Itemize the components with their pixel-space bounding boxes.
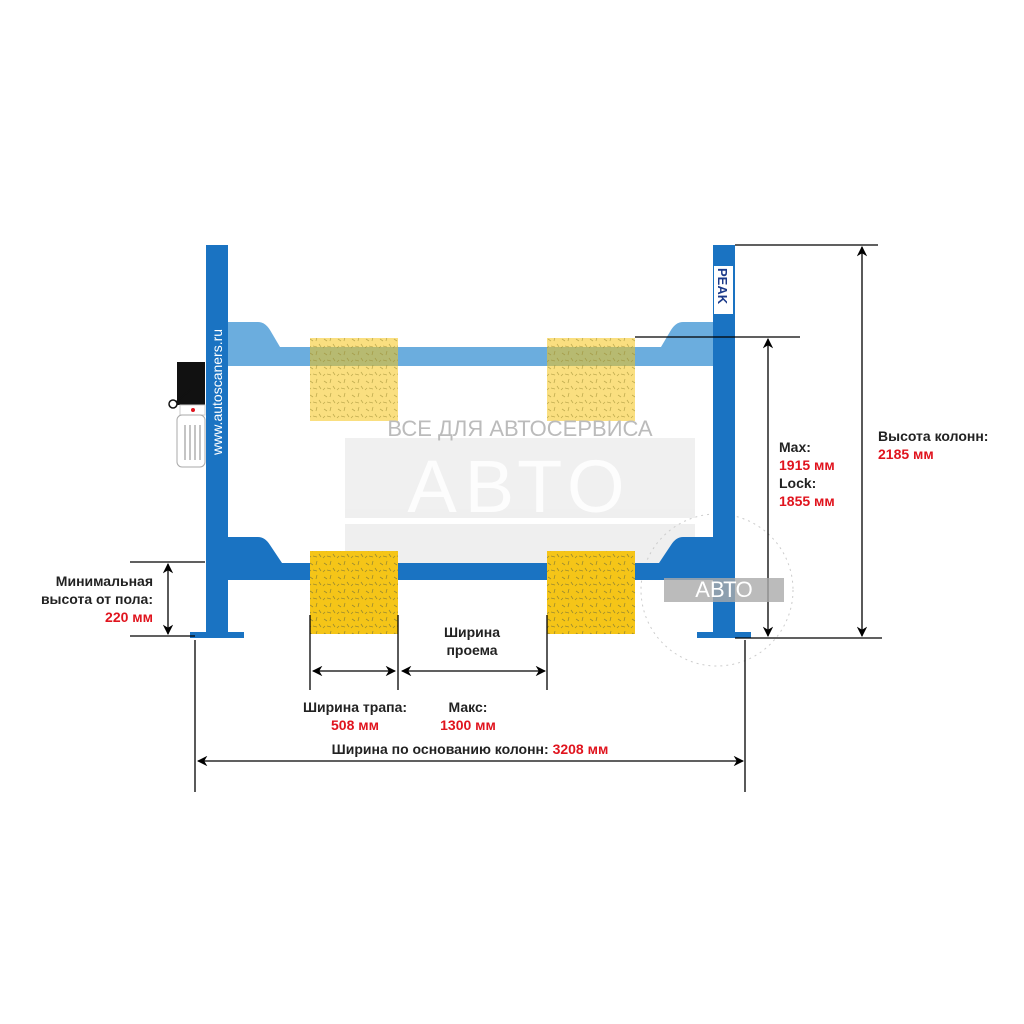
min-height-line2: высота от пола: (40, 591, 153, 607)
lock-value: 1855 мм (779, 493, 835, 509)
lower-pad-left-texture (310, 551, 398, 634)
lower-ramp-right (659, 537, 713, 563)
lower-pad-right-texture (547, 551, 635, 634)
column-height-label: Высота колонн: 2185 мм (878, 427, 988, 463)
max-label: Max: (779, 439, 811, 455)
stamp-text: АВТО (695, 577, 752, 602)
opening-max-label: Макс: 1300 мм (418, 698, 518, 734)
opening-line2: проема (446, 642, 498, 658)
watermark-line1: АВТО (407, 445, 632, 528)
upper-ramp-right (661, 322, 713, 347)
ramp-width-value: 508 мм (331, 717, 379, 733)
hydraulic-motor-icon (168, 362, 206, 468)
watermark-stamp (640, 513, 794, 667)
opening-max-text: Макс: (448, 699, 488, 715)
upper-runway (228, 347, 713, 366)
max-value: 1915 мм (779, 457, 835, 473)
peak-logo-box (714, 266, 733, 314)
base-width-label: Ширина по основанию колонн: 3208 мм (220, 740, 720, 758)
lower-ramp-left (228, 537, 282, 563)
lock-label: Lock: (779, 475, 817, 491)
right-base-plate (697, 632, 751, 638)
dimension-lines (130, 244, 882, 792)
opening-label: Ширина проема (412, 623, 532, 659)
ramp-width-text: Ширина трапа: (302, 699, 408, 715)
opening-line1: Ширина (443, 624, 501, 640)
left-base-plate (190, 632, 244, 638)
max-lock-label: Max: 1915 мм Lock: 1855 мм (779, 438, 835, 510)
upper-pad-left-texture (310, 338, 398, 421)
watermark-tagline: ВСЕ ДЛЯ АВТОСЕРВИСА (387, 416, 653, 441)
watermark (345, 438, 695, 564)
opening-max-value: 1300 мм (440, 717, 496, 733)
upper-pad-right-texture (547, 338, 635, 421)
lower-runway (228, 563, 713, 580)
base-width-text: Ширина по основанию колонн: (331, 741, 549, 757)
column-height-text: Высота колонн: (878, 428, 989, 444)
upper-ramp-left (228, 322, 280, 347)
min-height-line1: Минимальная (55, 573, 153, 589)
left-column (206, 245, 228, 637)
ramp-width-label: Ширина трапа: 508 мм (290, 698, 420, 734)
column-height-value: 2185 мм (878, 446, 934, 462)
base-width-value: 3208 мм (552, 741, 609, 757)
stamp-box (664, 578, 784, 602)
min-height-value: 220 мм (105, 609, 153, 625)
min-height-label: Минимальная высота от пола: 220 мм (20, 572, 153, 626)
right-column (713, 245, 735, 637)
peak-logo: PEAK (715, 268, 730, 305)
column-url: www.autoscaners.ru (209, 329, 225, 456)
